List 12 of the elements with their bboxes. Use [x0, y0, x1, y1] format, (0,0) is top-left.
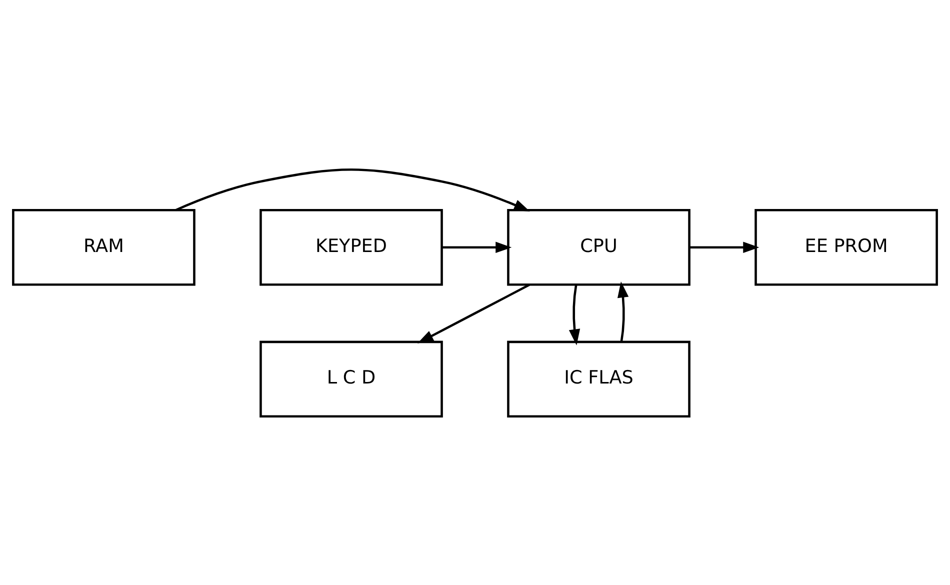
arrow: [690, 241, 760, 253]
arrow: [568, 284, 580, 345]
arrow: [617, 281, 629, 342]
node-box: L C D: [260, 340, 443, 418]
node-box: KEYPED: [260, 208, 443, 286]
node-box: RAM: [12, 208, 196, 286]
arrow: [442, 241, 512, 253]
arrow: [175, 168, 530, 212]
node-box: IC FLAS: [507, 340, 690, 418]
arrow: [417, 283, 530, 343]
node-box: EE PROM: [754, 208, 938, 286]
node-box: CPU: [507, 208, 690, 286]
